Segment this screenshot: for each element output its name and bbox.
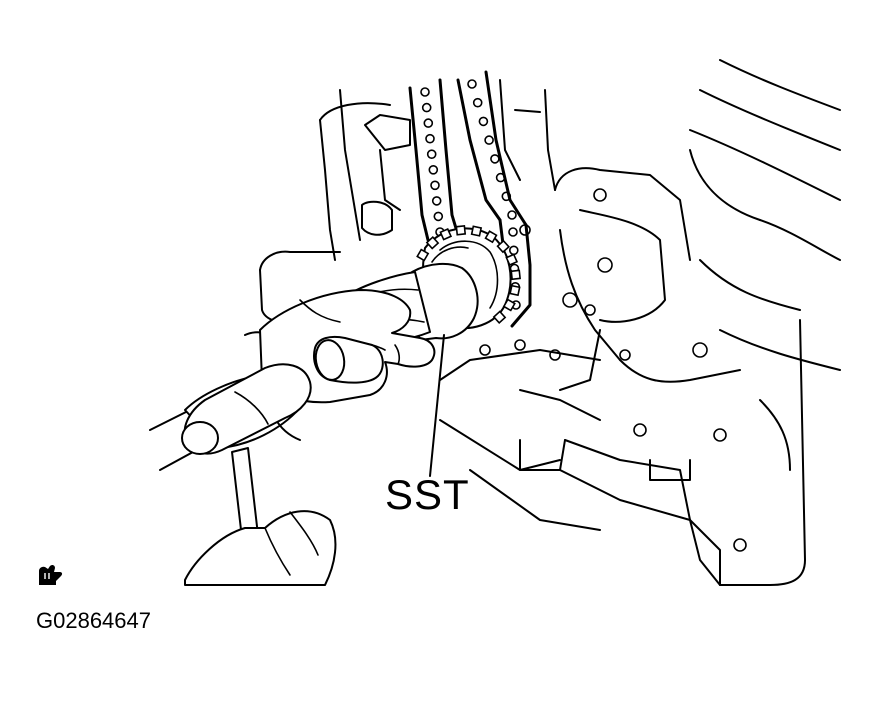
service-hint-icon	[39, 564, 63, 585]
sprocket-tooth	[502, 298, 516, 312]
chain-roller	[426, 149, 437, 159]
callout-leader-line	[429, 334, 445, 477]
sprocket-tooth	[425, 236, 440, 250]
sprocket-tooth	[484, 230, 498, 244]
sprocket-tooth	[439, 227, 453, 241]
sprocket-tooth	[496, 239, 510, 254]
chain-roller	[423, 118, 434, 128]
chain-roller	[508, 245, 519, 256]
sprocket-tooth	[416, 248, 430, 262]
chain-roller	[428, 165, 439, 175]
chain-roller	[484, 135, 494, 145]
sprocket-tooth	[455, 225, 467, 236]
chain-roller	[472, 97, 483, 108]
chain-roller	[467, 79, 477, 89]
chain-roller	[478, 116, 489, 127]
chain-roller	[490, 154, 500, 164]
figure-code: G02864647	[36, 608, 151, 633]
sprocket-tooth	[509, 284, 521, 297]
drift-punch	[313, 335, 384, 384]
chain-roller	[501, 191, 512, 202]
chain-roller	[430, 180, 440, 191]
chain-roller	[420, 87, 430, 97]
chain-roller	[508, 227, 518, 237]
sprocket-tooth	[505, 253, 519, 267]
chain-roller	[507, 210, 517, 220]
chain-roller	[421, 102, 432, 113]
sprocket-tooth	[492, 310, 507, 324]
lower-hand	[184, 510, 337, 586]
sprocket-teeth	[416, 225, 521, 324]
sprocket-tooth	[510, 269, 521, 281]
chain-roller	[495, 172, 506, 183]
sst-label: SST	[385, 471, 470, 518]
chain-roller	[433, 211, 444, 222]
chain-roller	[425, 133, 435, 144]
sprocket-tooth	[470, 225, 483, 237]
chain-roller	[431, 196, 442, 206]
engine-block	[149, 59, 841, 586]
